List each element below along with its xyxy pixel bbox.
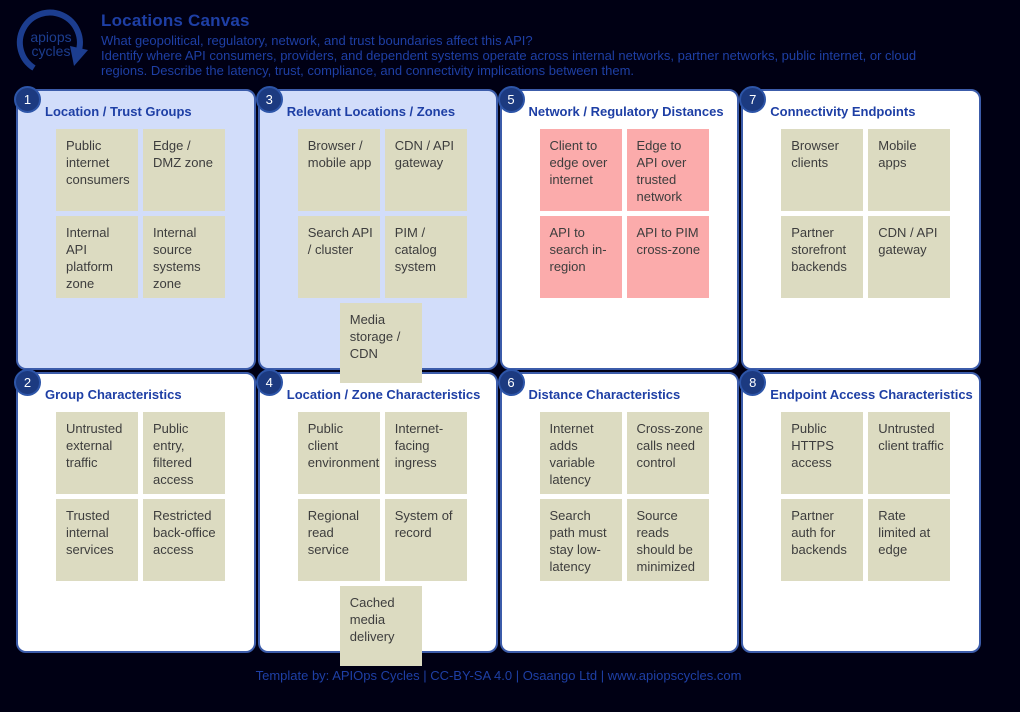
sticky-note[interactable]: Browser / mobile app — [297, 129, 380, 211]
panel-number: 8 — [749, 375, 757, 390]
panel-2-title: Group Characteristics — [45, 387, 182, 402]
panel-4-title: Location / Zone Characteristics — [286, 387, 481, 402]
panel-number: 3 — [265, 92, 273, 107]
description-line-1: What geopolitical, regulatory, network, … — [101, 33, 533, 48]
logo-text-line-1: apiops — [30, 29, 71, 45]
panel-5-title: Network / Regulatory Distances — [528, 104, 724, 119]
description-line-2: Identify where API consumers, providers,… — [101, 48, 917, 63]
page-title: Locations Canvas — [101, 11, 250, 30]
panel-3-title: Relevant Locations / Zones — [286, 104, 456, 119]
panel-3-number-badge: 3 — [255, 86, 283, 113]
panel-5-number-badge: 5 — [497, 86, 525, 113]
sticky-note[interactable]: PIM / catalog system — [384, 216, 467, 298]
notes-grid: Untrusted external traffic Public entry,… — [56, 412, 225, 581]
panel-4-number-badge: 4 — [255, 369, 283, 396]
sticky-note[interactable]: CDN / API gateway — [868, 216, 951, 298]
logo-text-line-2: cycles — [32, 43, 71, 59]
sticky-note[interactable]: Edge / DMZ zone — [143, 129, 225, 211]
sticky-note[interactable]: Source reads should be minimized — [626, 499, 709, 581]
sticky-note[interactable]: Partner auth for backends — [781, 499, 864, 581]
sticky-note[interactable]: Internet-facing ingress — [384, 412, 467, 494]
sticky-note[interactable]: Internet adds variable latency — [539, 412, 622, 494]
sticky-note[interactable]: Browser clients — [781, 129, 864, 211]
circular-arrow-cycle-icon: apiops cycles — [16, 9, 88, 71]
sticky-note[interactable]: Internal source systems zone — [143, 216, 225, 298]
sticky-note[interactable]: Restricted back-office access — [143, 499, 225, 581]
panel-number: 1 — [23, 92, 32, 107]
panel-1-location-trust-groups: 1 Location / Trust Groups Public interne… — [14, 86, 256, 370]
sticky-note[interactable]: Public internet consumers — [56, 129, 138, 211]
panel-1-number-badge: 1 — [14, 86, 41, 113]
sticky-note[interactable]: Public HTTPS access — [781, 412, 864, 494]
panel-6-distance-characteristics: 6 Distance Characteristics Internet adds… — [497, 369, 740, 653]
footer-credit: Template by: APIOps Cycles | CC-BY-SA 4.… — [255, 668, 742, 683]
sticky-note[interactable]: Search path must stay low-latency — [539, 499, 622, 581]
panel-number: 2 — [23, 375, 32, 390]
sticky-note[interactable]: Search API / cluster — [297, 216, 380, 298]
canvas-grid: 1 Location / Trust Groups Public interne… — [14, 86, 981, 666]
header: Locations Canvas What geopolitical, regu… — [101, 11, 1020, 78]
panel-number: 4 — [265, 375, 273, 390]
panel-number: 6 — [507, 375, 515, 390]
description-line-3: regions. Describe the latency, trust, co… — [101, 63, 635, 78]
sticky-note[interactable]: API to PIM cross-zone — [626, 216, 709, 298]
sticky-note[interactable]: Regional read service — [297, 499, 380, 581]
sticky-note[interactable]: Untrusted external traffic — [56, 412, 138, 494]
panel-6-title: Distance Characteristics — [528, 387, 681, 402]
panel-1-title: Location / Trust Groups — [45, 104, 192, 119]
sticky-note[interactable]: Internal API platform zone — [56, 216, 138, 298]
sticky-note[interactable]: Trusted internal services — [56, 499, 138, 581]
sticky-note[interactable]: Cross-zone calls need control — [626, 412, 709, 494]
panel-6-number-badge: 6 — [497, 369, 525, 396]
panel-7-number-badge: 7 — [739, 86, 767, 113]
notes-grid: Client to edge over internet Edge to API… — [539, 129, 709, 298]
sticky-note[interactable]: Untrusted client traffic — [868, 412, 951, 494]
sticky-note[interactable]: Public entry, filtered access — [143, 412, 225, 494]
sticky-note[interactable]: Partner storefront backends — [781, 216, 864, 298]
sticky-note[interactable]: Public client environment — [297, 412, 380, 494]
sticky-note[interactable]: CDN / API gateway — [384, 129, 467, 211]
footer: Template by: APIOps Cycles | CC-BY-SA 4.… — [16, 668, 981, 683]
notes-grid: Public client environment Internet-facin… — [297, 412, 467, 581]
panel-3-relevant-locations-zones: 3 Relevant Locations / Zones Browser / m… — [255, 86, 498, 383]
panel-8-endpoint-access-characteristics: 8 Endpoint Access Characteristics Public… — [739, 369, 981, 653]
panel-7-title: Connectivity Endpoints — [770, 104, 916, 119]
sticky-note-center[interactable]: Cached media delivery — [339, 586, 422, 666]
sticky-note[interactable]: API to search in-region — [539, 216, 622, 298]
panel-2-number-badge: 2 — [14, 369, 41, 396]
notes-grid: Public internet consumers Edge / DMZ zon… — [56, 129, 225, 298]
panel-8-number-badge: 8 — [739, 369, 767, 396]
apiops-cycles-logo: apiops cycles — [12, 4, 94, 80]
panel-8-title: Endpoint Access Characteristics — [770, 387, 973, 402]
sticky-note[interactable]: Mobile apps — [868, 129, 951, 211]
panel-number: 5 — [507, 92, 515, 107]
sticky-note[interactable]: System of record — [384, 499, 467, 581]
notes-grid: Internet adds variable latency Cross-zon… — [539, 412, 709, 581]
panel-5-network-regulatory-distances: 5 Network / Regulatory Distances Client … — [497, 86, 740, 370]
notes-grid: Browser / mobile app CDN / API gateway S… — [297, 129, 467, 298]
panel-7-connectivity-endpoints: 7 Connectivity Endpoints Browser clients… — [739, 86, 981, 370]
sticky-note-center[interactable]: Media storage / CDN — [339, 303, 422, 383]
sticky-note[interactable]: Rate limited at edge — [868, 499, 951, 581]
panel-number: 7 — [749, 92, 757, 107]
panel-4-location-zone-characteristics: 4 Location / Zone Characteristics Public… — [255, 369, 498, 666]
panel-2-group-characteristics: 2 Group Characteristics Untrusted extern… — [14, 369, 256, 653]
notes-grid: Browser clients Mobile apps Partner stor… — [781, 129, 951, 298]
sticky-note[interactable]: Edge to API over trusted network — [626, 129, 709, 211]
sticky-note[interactable]: Client to edge over internet — [539, 129, 622, 211]
notes-grid: Public HTTPS access Untrusted client tra… — [781, 412, 951, 581]
